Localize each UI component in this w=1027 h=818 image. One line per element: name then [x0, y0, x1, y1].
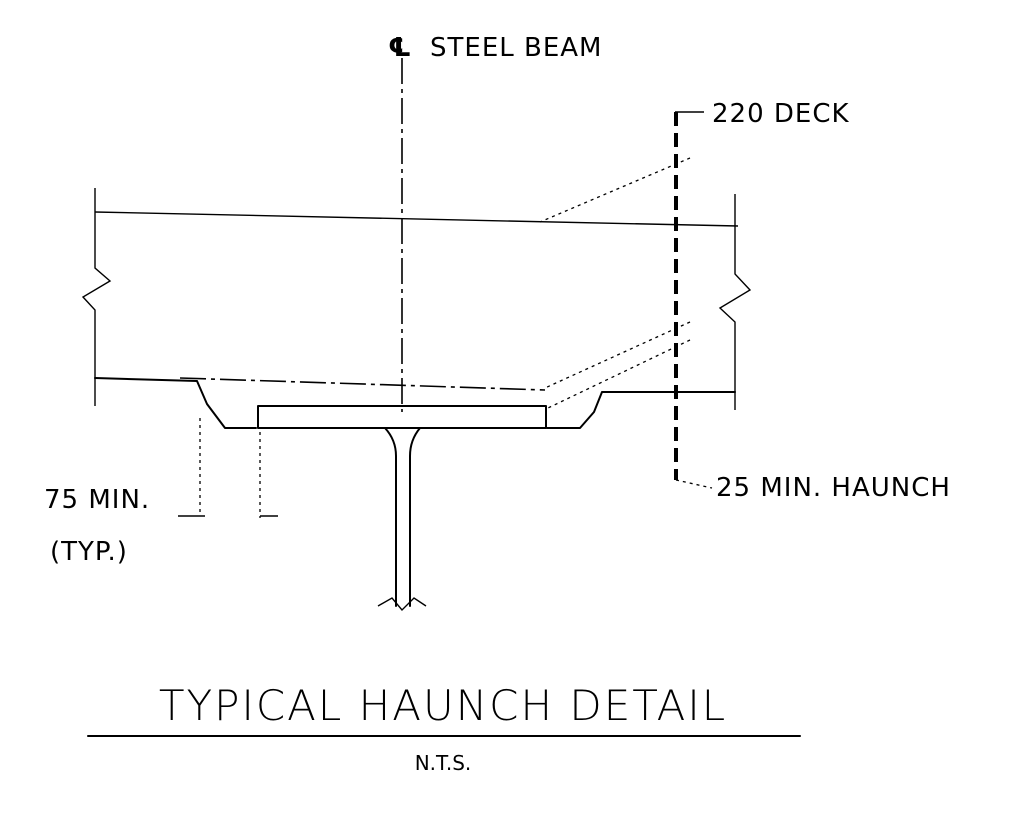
typ-label: (TYP.) [50, 537, 128, 567]
haunch-label: 25 MIN. HAUNCH [716, 473, 951, 503]
deck-leader-3 [547, 339, 691, 409]
steel-beam-label: STEEL BEAM [430, 33, 602, 63]
page-title: TYPICAL HAUNCH DETAIL [159, 681, 727, 730]
haunch-outline-left [94, 377, 257, 429]
top-flange [257, 405, 547, 429]
haunch-leader [675, 479, 713, 489]
deck-leader-2 [544, 321, 691, 389]
deck-top-line [94, 211, 739, 227]
scale-note: N.T.S. [415, 751, 472, 775]
deck-left-break [81, 188, 112, 406]
beam-web-break [377, 597, 427, 612]
min-75-label: 75 MIN. [44, 485, 150, 515]
beam-web [384, 427, 421, 607]
deck-leader-1 [539, 157, 691, 223]
deck-right-break [718, 194, 752, 410]
haunch-outline-right [546, 391, 736, 429]
centerline-symbol: ℄ [388, 33, 411, 63]
deck-label: 220 DECK [712, 99, 850, 129]
soffit-line [179, 377, 546, 391]
